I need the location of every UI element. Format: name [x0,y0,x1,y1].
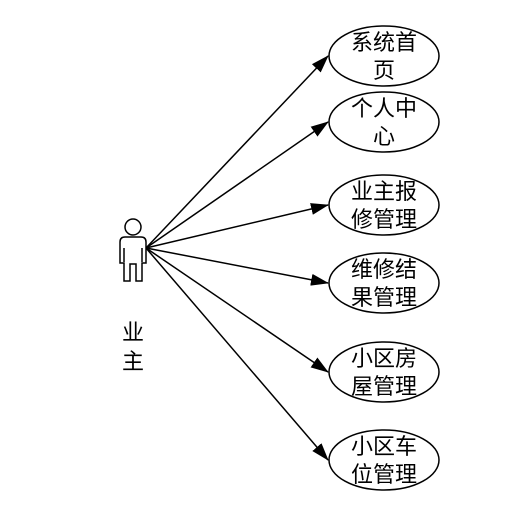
association-arrow-4 [145,247,329,286]
use-case-ellipse [328,25,440,87]
use-case-2-label-line1: 个人中 [351,97,417,122]
use-case-1-label-line1: 系统首 [351,31,417,56]
association-arrow-1 [145,55,329,249]
use-case-3[interactable]: 业主报 修管理 [328,174,440,236]
use-case-3-label-line1: 业主报 [351,180,417,205]
association-arrow-3 [145,203,329,249]
use-case-4-label-line2: 果管理 [351,286,417,311]
association-arrow-5 [145,247,329,373]
use-case-2-label-line2: 心 [373,125,395,150]
use-case-3-label-line2: 修管理 [351,208,417,233]
actor-label-line2: 主 [122,350,144,375]
use-case-ellipse [328,91,440,153]
use-case-4-label-line1: 维修结 [351,258,417,283]
use-case-1-label-line2: 页 [373,59,395,84]
use-case-ellipse [328,174,440,236]
use-case-2[interactable]: 个人中 心 [328,91,440,153]
use-case-6-label-line2: 位管理 [351,463,417,488]
association-arrow-2 [145,121,329,249]
actor-head [124,218,142,236]
actor-figure [119,218,147,282]
association-arrow-6 [145,247,329,461]
actor-label-line1: 业 [122,321,144,346]
actor-body [119,236,147,282]
use-case-5-label-line1: 小区房 [351,347,417,372]
use-case-5[interactable]: 小区房 屋管理 [328,341,440,403]
use-case-5-label-line2: 屋管理 [351,375,417,400]
use-case-1[interactable]: 系统首 页 [328,25,440,87]
use-case-6-label-line1: 小区车 [351,435,417,460]
use-case-ellipse [328,341,440,403]
use-case-ellipse [328,252,440,314]
associations [145,55,329,461]
use-case-ellipse [328,429,440,491]
use-case-6[interactable]: 小区车 位管理 [328,429,440,491]
use-case-4[interactable]: 维修结 果管理 [328,252,440,314]
